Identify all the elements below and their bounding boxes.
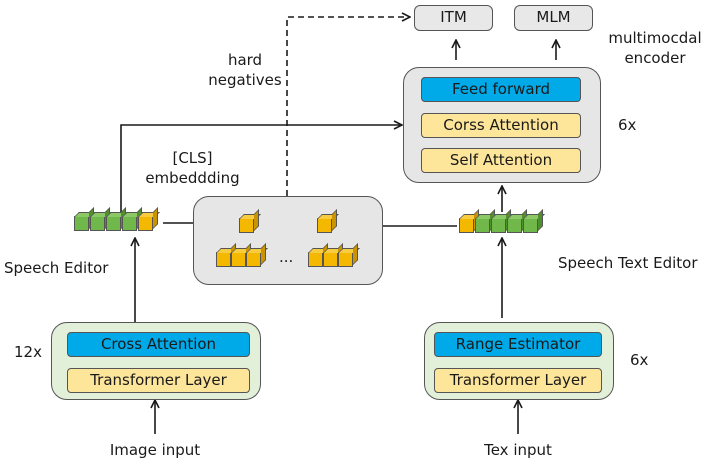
embedding-token <box>338 252 353 267</box>
green-token <box>523 218 538 233</box>
mlm-box: MLM <box>514 5 593 31</box>
cross-attention-layer: Corss Attention <box>421 113 581 138</box>
cls-token <box>138 216 153 231</box>
ellipsis: ... <box>279 248 294 266</box>
green-token <box>491 218 506 233</box>
embedding-token <box>216 252 231 267</box>
self-attention-layer: Self Attention <box>421 148 581 173</box>
embedding-token <box>308 252 323 267</box>
green-token <box>74 216 89 231</box>
image-input-label: Image input <box>109 441 201 459</box>
speech-editor-label: Speech Editor <box>4 259 109 277</box>
speech-editor-block: Cross Attention Transformer Layer <box>51 322 261 400</box>
hard-negatives-arrow <box>286 17 410 196</box>
text-cls-embedding <box>317 218 332 233</box>
speech-text-editor-repeat: 6x <box>630 351 649 369</box>
transformer-layer: Transformer Layer <box>434 368 602 393</box>
multimodal-encoder-label: multimocdal encoder <box>600 28 708 68</box>
transformer-layer: Transformer Layer <box>67 368 250 393</box>
embedding-token <box>323 252 338 267</box>
multimodal-encoder-label-line2: encoder <box>624 49 686 67</box>
embedding-token <box>231 252 246 267</box>
cls-embedding-line1: [CLS] <box>172 149 213 167</box>
cls-token <box>459 218 474 233</box>
embedding-pool: ... <box>193 196 383 285</box>
speech-to-encoder-arrow <box>120 125 402 215</box>
cls-embedding-line2: embeddding <box>145 169 240 187</box>
green-token <box>475 218 490 233</box>
multimodal-encoder: Feed forward Corss Attention Self Attent… <box>403 67 601 183</box>
feed-forward-layer: Feed forward <box>421 77 581 102</box>
speech-cls-embedding <box>239 218 254 233</box>
green-token <box>106 216 121 231</box>
green-token <box>90 216 105 231</box>
multimodal-encoder-repeat: 6x <box>618 116 637 134</box>
multimodal-encoder-label-line1: multimocdal <box>608 29 702 47</box>
hard-negatives-line1: hard <box>227 51 263 69</box>
speech-text-editor-block: Range Estimator Transformer Layer <box>424 322 614 400</box>
text-input-label: Tex input <box>484 441 552 459</box>
itm-box: ITM <box>414 5 493 31</box>
hard-negatives-line2: negatives <box>208 71 282 89</box>
green-token <box>122 216 137 231</box>
speech-editor-repeat: 12x <box>14 343 42 361</box>
speech-text-editor-label: Speech Text Editor <box>558 254 698 272</box>
range-estimator-layer: Range Estimator <box>434 332 602 357</box>
green-token <box>507 218 522 233</box>
hard-negatives-label: hard negatives <box>205 50 285 90</box>
embedding-token <box>246 252 261 267</box>
cls-embedding-label: [CLS] embeddding <box>140 148 245 188</box>
cross-attention-layer: Cross Attention <box>67 332 250 357</box>
